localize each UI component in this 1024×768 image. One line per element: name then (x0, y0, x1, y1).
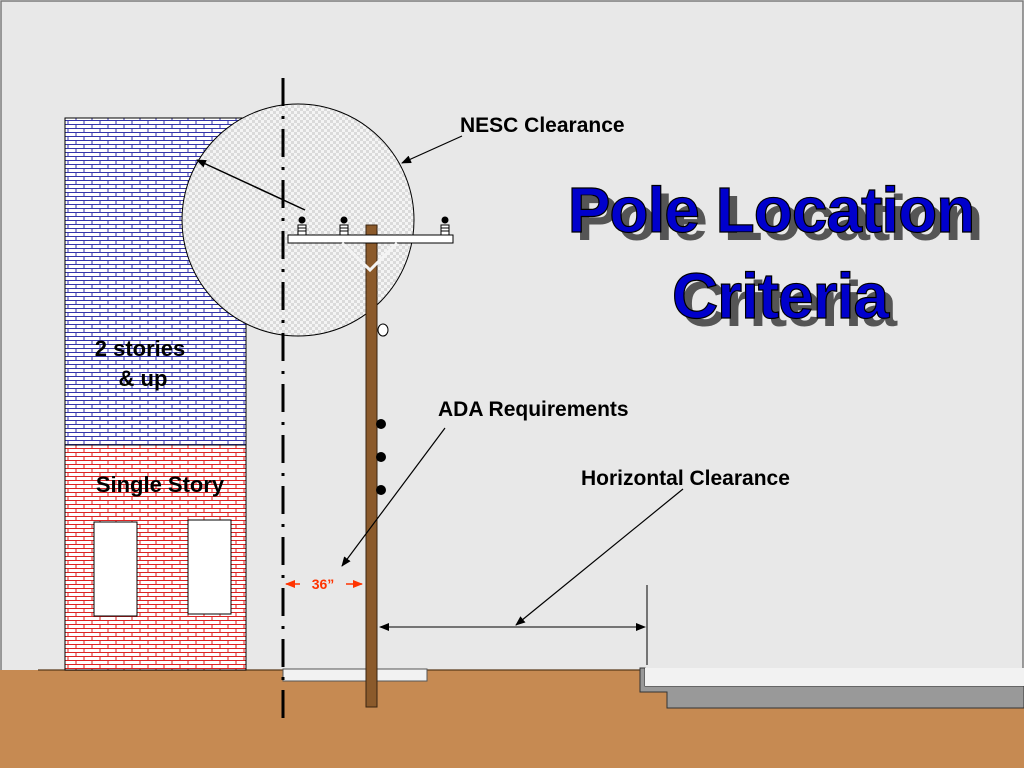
ada-leader-arrow (341, 427, 446, 567)
pole-step (376, 485, 386, 495)
nesc-clearance-circle (181, 103, 415, 337)
title-line1: Pole Location (568, 174, 975, 246)
horizontal-clearance-label: Horizontal Clearance (581, 467, 790, 490)
pole-step (376, 452, 386, 462)
building-window (93, 521, 138, 617)
horizontal-leader-arrow (515, 488, 684, 626)
sidewalk-slab (282, 668, 428, 682)
measurement-label: 36” (312, 576, 335, 592)
pole-bracket (377, 323, 389, 337)
utility-pole (365, 224, 378, 708)
nesc-leader-arrow (401, 135, 463, 164)
building-upper-label-line2: & up (119, 366, 168, 391)
title-line1-shadow: Pole Location (576, 182, 983, 254)
pole-step (376, 419, 386, 429)
nesc-clearance-label: NESC Clearance (460, 114, 625, 137)
title-line2-shadow: Criteria (680, 268, 898, 340)
building-window (187, 519, 232, 615)
building-lower-label: Single Story (96, 472, 225, 497)
nesc-radius-arrow (196, 159, 306, 211)
cross-arm-brace (340, 241, 399, 273)
insulator (339, 216, 349, 236)
ada-requirements-label: ADA Requirements (438, 398, 629, 421)
insulator (440, 216, 450, 236)
cross-arm (287, 234, 454, 244)
street-surface (645, 668, 1024, 686)
insulator (297, 216, 307, 236)
title-line2: Criteria (672, 260, 890, 332)
building-upper-label-line1: 2 stories (95, 336, 186, 361)
